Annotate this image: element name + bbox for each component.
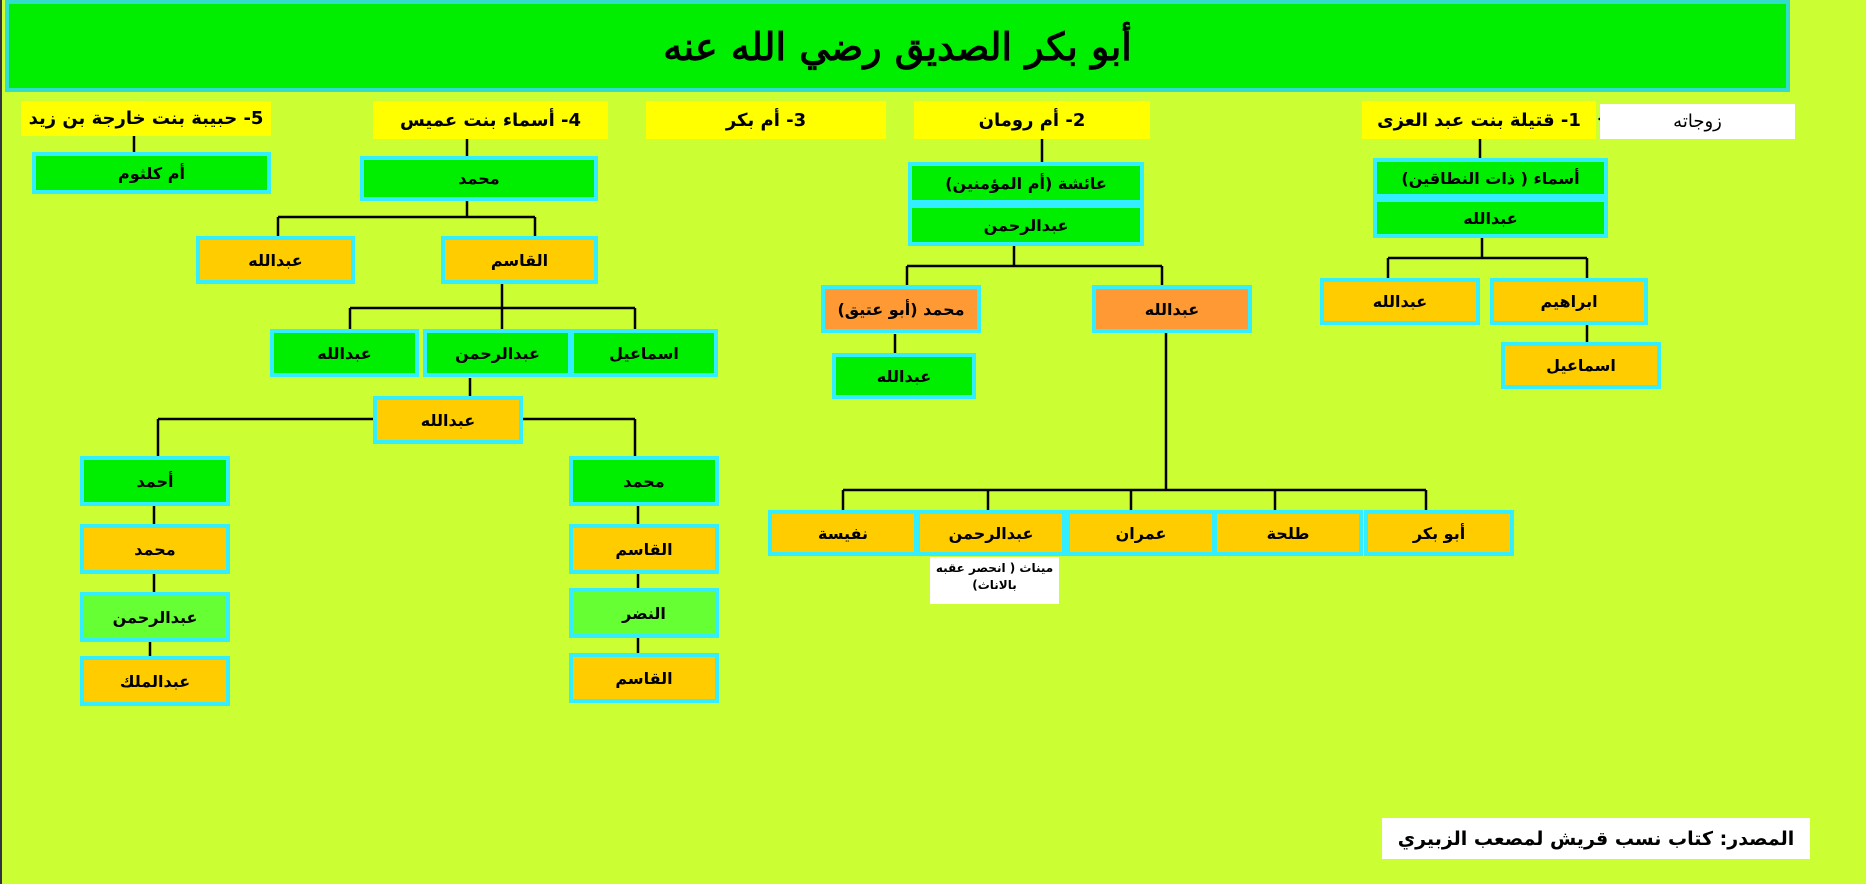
w4-right-chain-item: النضر — [569, 588, 719, 638]
w1-ibrahim: ابراهيم — [1490, 278, 1648, 325]
w4-abdullah: عبدالله — [196, 236, 355, 284]
w4-left-chain-item: عبدالملك — [80, 656, 230, 706]
w4-ismail: اسماعيل — [570, 329, 718, 377]
w2-child: عبدالرحمن — [916, 510, 1066, 556]
left-border — [0, 0, 2, 884]
w2-child: طلحة — [1213, 510, 1363, 556]
w2-muhammad-abu-atiq: محمد (أبو عتيق) — [821, 285, 981, 333]
w4-left-chain-item: أحمد — [80, 456, 230, 506]
w4-right-chain-item: القاسم — [569, 653, 719, 703]
page-title: أبو بكر الصديق رضي الله عنه — [5, 0, 1790, 92]
w4-abdullah2: عبدالله — [270, 329, 419, 377]
wife-4: 4- أسماء بنت عميس — [373, 101, 608, 139]
w4-left-chain-item: محمد — [80, 524, 230, 574]
w4-qasim: القاسم — [441, 236, 598, 284]
source-citation: المصدر: كتاب نسب قريش لمصعب الزبيري — [1382, 818, 1810, 859]
w2-abdulrahman: عبدالرحمن — [908, 204, 1144, 246]
w2-child: أبو بكر — [1364, 510, 1514, 556]
wives-label: زوجاته — [1600, 104, 1795, 139]
w2-abdullah: عبدالله — [1092, 285, 1252, 333]
w4-abdullah3: عبدالله — [373, 396, 523, 444]
w2-aisha: عائشة (أم المؤمنين) — [908, 162, 1144, 204]
w2-abdullah-son: عبدالله — [832, 353, 976, 399]
wife-3: 3- أم بكر — [646, 101, 886, 139]
w1-asmaa: أسماء ( ذات النطاقين) — [1373, 158, 1608, 198]
w2-note: ميناث ( انحصر عقبه بالاناث) — [930, 557, 1059, 604]
wife-1: 1- قتيلة بنت عبد العزى — [1362, 101, 1596, 139]
w4-right-chain-item: القاسم — [569, 524, 719, 574]
w4-muhammad: محمد — [360, 156, 598, 201]
w2-child: نفيسة — [768, 510, 918, 556]
wife-2: 2- أم رومان — [914, 101, 1150, 139]
w1-ismail: اسماعيل — [1501, 342, 1661, 389]
wife-5: 5- حبيبة بنت خارجة بن زيد — [21, 101, 271, 136]
w4-left-chain-item: عبدالرحمن — [80, 592, 230, 642]
w4-right-chain-item: محمد — [569, 456, 719, 506]
w4-abdulrahman: عبدالرحمن — [423, 329, 572, 377]
w1-abdullah: عبدالله — [1373, 198, 1608, 238]
w5-umm-kulthum: أم كلثوم — [32, 152, 271, 194]
w1-abdullah2: عبدالله — [1320, 278, 1480, 325]
w2-child: عمران — [1066, 510, 1216, 556]
